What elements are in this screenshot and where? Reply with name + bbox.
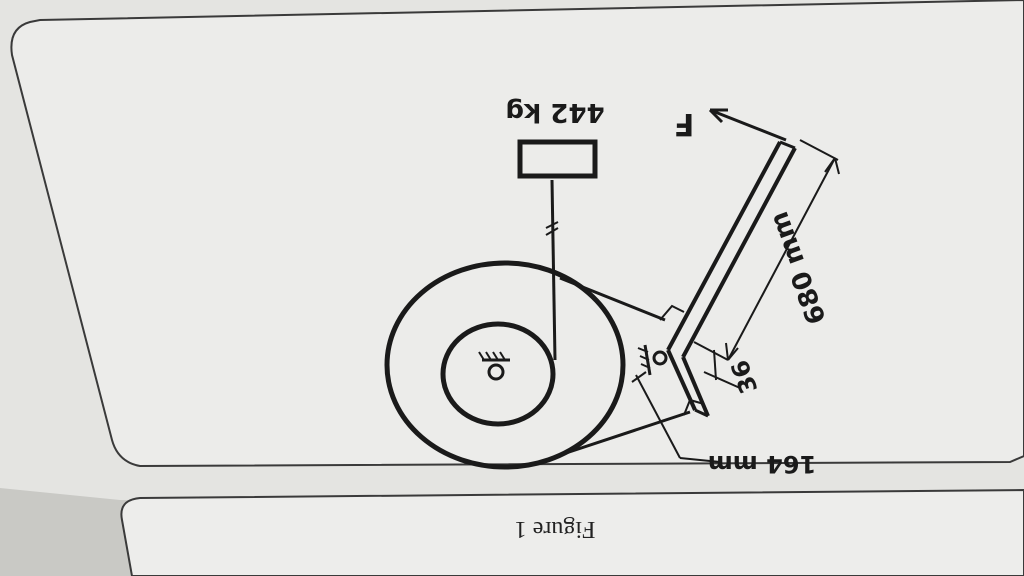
figure-frame xyxy=(10,0,1024,468)
load-box xyxy=(517,139,598,179)
caption-frame xyxy=(120,488,1024,576)
right-angle-mark-top xyxy=(659,304,685,321)
dimension-164 xyxy=(631,371,721,463)
shoe-width-label: 164 mm xyxy=(708,450,816,478)
brake-drum-outer xyxy=(384,260,626,470)
lever-pivot-icon xyxy=(637,344,668,376)
rope-break-mark xyxy=(545,221,559,236)
dimension-680 xyxy=(725,139,840,361)
band-top xyxy=(559,276,666,322)
drum-pivot-icon xyxy=(478,351,510,381)
force-arrow xyxy=(708,108,787,142)
force-label: F xyxy=(674,106,695,141)
band-bottom xyxy=(559,410,691,457)
brake-diagram xyxy=(384,108,840,470)
rope xyxy=(550,179,557,361)
brake-drum-hub xyxy=(440,321,556,427)
dimension-36 xyxy=(693,341,741,389)
figure-caption: Figure 1 xyxy=(515,516,596,542)
load-label: 442 kg xyxy=(505,97,604,127)
right-angle-mark-bottom xyxy=(683,398,705,416)
